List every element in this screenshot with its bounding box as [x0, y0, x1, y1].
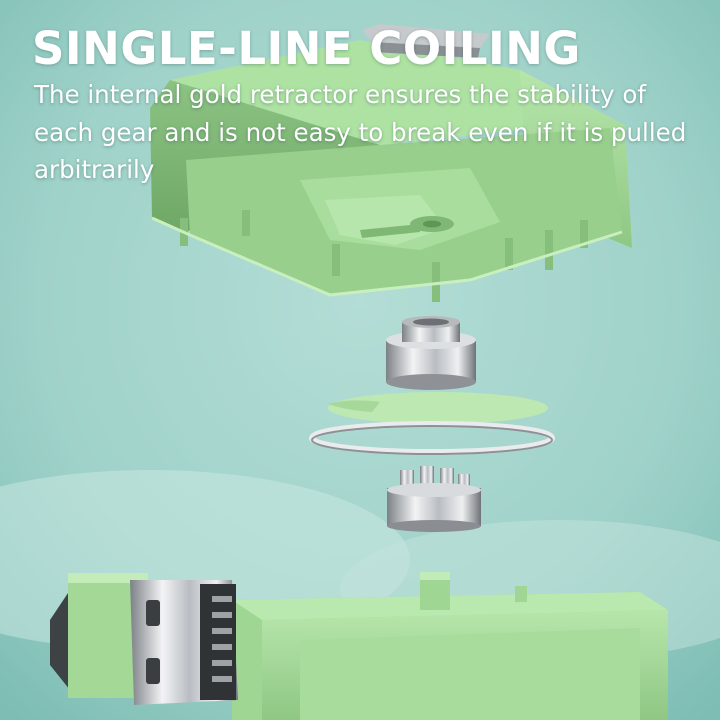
metal-cap: [386, 316, 476, 390]
bottom-housing: [232, 572, 668, 720]
usb-plug: [50, 573, 238, 705]
headline: SINGLE-LINE COILING: [32, 22, 581, 75]
metal-gear: [387, 466, 481, 532]
caption: The internal gold retractor ensures the …: [34, 80, 687, 184]
top-housing: [150, 24, 632, 302]
metal-spring-ring: [309, 421, 555, 455]
green-disc: [328, 392, 548, 424]
